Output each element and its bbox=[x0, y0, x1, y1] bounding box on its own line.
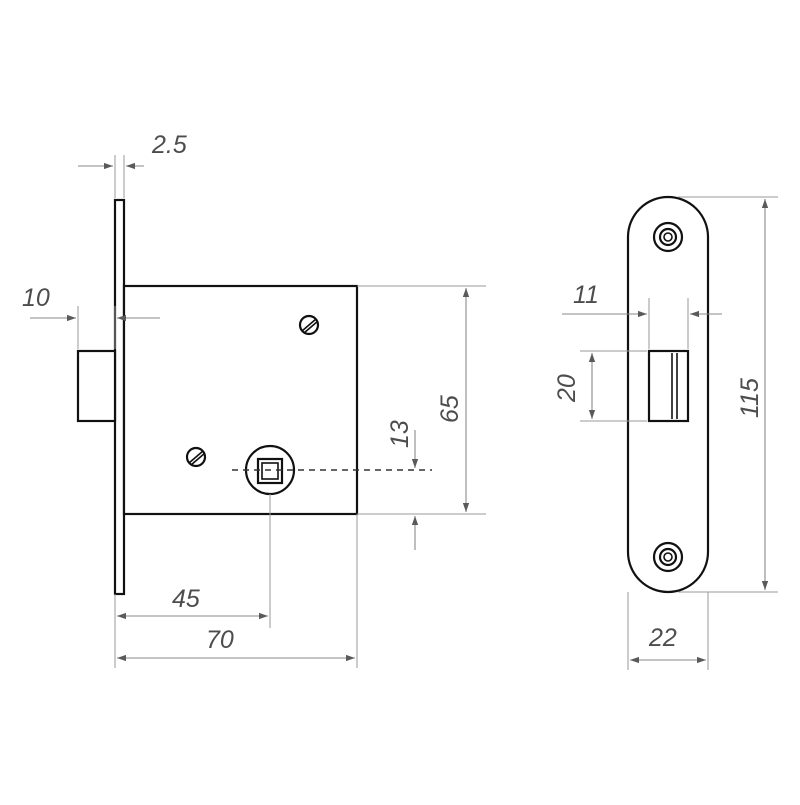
label-body-height: 65 bbox=[436, 395, 464, 423]
label-opening-width: 11 bbox=[573, 281, 599, 309]
dim-opening-height: 20 bbox=[553, 350, 647, 422]
label-faceplate-thickness: 2.5 bbox=[151, 131, 187, 159]
dim-strike-height: 115 bbox=[678, 196, 778, 593]
dim-spindle-offset: 13 bbox=[386, 420, 419, 550]
dim-backset: 45 bbox=[114, 494, 271, 668]
dim-latch-projection: 10 bbox=[22, 284, 160, 349]
label-strike-width: 22 bbox=[648, 624, 677, 652]
strike-bottom-screw-hole bbox=[652, 541, 684, 573]
label-opening-height: 20 bbox=[553, 374, 581, 403]
label-spindle-offset: 13 bbox=[386, 420, 414, 448]
dim-body-depth: 70 bbox=[117, 514, 358, 668]
dim-opening-width: 11 bbox=[562, 281, 722, 349]
faceplate bbox=[113, 198, 126, 596]
lower-screw bbox=[185, 446, 207, 468]
label-backset: 45 bbox=[172, 585, 200, 613]
lock-case bbox=[122, 284, 359, 516]
strike-plate bbox=[626, 195, 710, 594]
latch-bolt bbox=[76, 349, 117, 423]
dim-strike-width: 22 bbox=[627, 592, 709, 670]
strike-top-screw-hole bbox=[652, 221, 684, 253]
upper-screw bbox=[298, 314, 320, 336]
dim-body-height: 65 bbox=[357, 285, 486, 515]
label-body-depth: 70 bbox=[206, 626, 234, 654]
dim-faceplate-thickness: 2.5 bbox=[78, 131, 187, 198]
latch-opening bbox=[647, 349, 690, 423]
label-latch-projection: 10 bbox=[22, 284, 50, 312]
label-strike-height: 115 bbox=[736, 378, 764, 418]
lock-assembly bbox=[76, 198, 432, 596]
